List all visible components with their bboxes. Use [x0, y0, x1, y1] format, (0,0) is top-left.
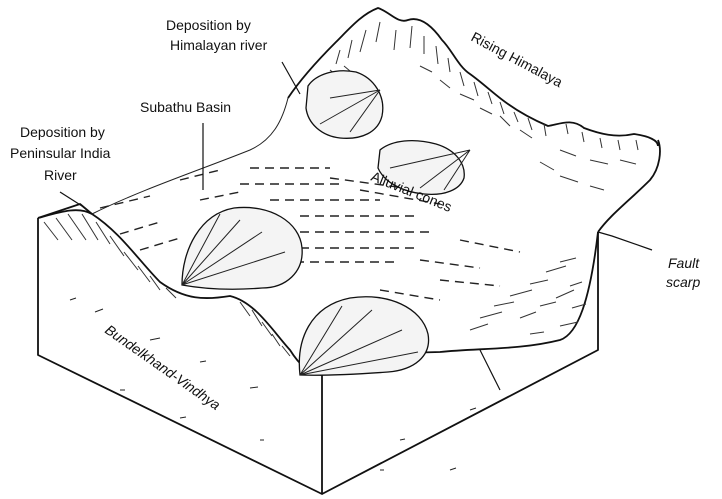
leader-himalayan-deposition	[282, 62, 300, 94]
label-peninsular-deposition-line3: River	[44, 167, 77, 183]
label-subathu-basin: Subathu Basin	[140, 99, 231, 115]
label-himalayan-deposition-line2: Himalayan river	[170, 37, 268, 53]
label-rising-himalaya: Rising Himalaya	[469, 29, 566, 91]
leader-scarp-arrow	[480, 350, 500, 390]
alluvial-cone-west	[182, 207, 302, 289]
alluvial-cone-himalayan-north	[306, 71, 383, 139]
label-himalayan-deposition-line1: Deposition by	[166, 17, 251, 33]
label-fault-scarp-line1: Fault	[668, 255, 700, 271]
label-fault-scarp-line2: scarp	[666, 274, 700, 290]
label-peninsular-deposition-line2: Peninsular India	[10, 145, 111, 161]
label-bundelkhand-vindhya: Bundelkhand-Vindhya	[102, 321, 223, 413]
label-peninsular-deposition-line1: Deposition by	[20, 124, 105, 140]
basin-plain	[92, 98, 520, 300]
leader-peninsular-deposition	[60, 192, 82, 206]
alluvial-cone-south	[299, 297, 428, 376]
leader-fault-scarp	[598, 232, 652, 250]
front-face-texture	[70, 298, 544, 470]
